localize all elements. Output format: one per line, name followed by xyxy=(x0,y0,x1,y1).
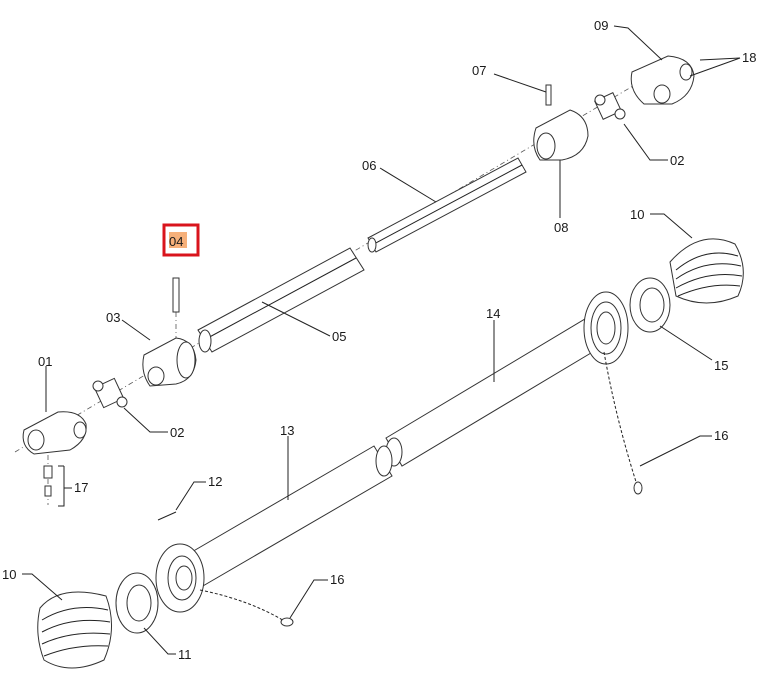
label-07[interactable]: 07 xyxy=(472,63,486,78)
part-01-outer-yoke[interactable] xyxy=(22,411,87,455)
part-09-outer-yoke[interactable] xyxy=(630,55,695,105)
part-02-cross-journal-right[interactable] xyxy=(594,92,626,120)
label-14[interactable]: 14 xyxy=(486,306,500,321)
label-17[interactable]: 17 xyxy=(74,480,88,495)
part-16-safety-chain-upper[interactable] xyxy=(603,351,643,495)
part-13-protection-tube-lower[interactable] xyxy=(177,445,393,591)
part-15-bearing-ring[interactable] xyxy=(629,277,671,333)
part-10-protection-cone-lower[interactable] xyxy=(37,591,113,669)
label-02-right[interactable]: 02 xyxy=(670,153,684,168)
label-05[interactable]: 05 xyxy=(332,329,346,344)
label-10-right[interactable]: 10 xyxy=(630,207,644,222)
part-11-bearing-ring[interactable] xyxy=(115,572,159,634)
label-12[interactable]: 12 xyxy=(208,474,222,489)
label-01[interactable]: 01 xyxy=(38,354,52,369)
part-06-inner-profile-tube[interactable] xyxy=(367,157,527,253)
part-10-protection-cone-upper[interactable] xyxy=(669,238,744,304)
part-07-spring-pin[interactable] xyxy=(545,84,552,106)
part-08-inner-yoke[interactable] xyxy=(533,109,589,161)
label-08[interactable]: 08 xyxy=(554,220,568,235)
part-03-inner-yoke[interactable] xyxy=(142,337,197,387)
highlight-fill-04 xyxy=(169,232,187,248)
label-15[interactable]: 15 xyxy=(714,358,728,373)
part-12-screw[interactable] xyxy=(157,511,177,521)
label-09[interactable]: 09 xyxy=(594,18,608,33)
part-14-protection-tube-upper[interactable] xyxy=(385,315,607,467)
part-17-lock-screw[interactable] xyxy=(43,465,53,497)
label-18[interactable]: 18 xyxy=(742,50,756,65)
label-13[interactable]: 13 xyxy=(280,423,294,438)
label-02-left[interactable]: 02 xyxy=(170,425,184,440)
label-04[interactable]: 04 xyxy=(169,234,183,249)
part-16-safety-chain-lower[interactable] xyxy=(199,589,294,627)
part-02-cross-journal-left[interactable] xyxy=(92,377,128,409)
part-04-spring-pin[interactable] xyxy=(172,277,180,313)
leader-lines xyxy=(22,25,741,655)
part-14-bearing-cone-flange[interactable] xyxy=(583,291,629,365)
highlight-box-04 xyxy=(162,223,200,257)
label-03[interactable]: 03 xyxy=(106,310,120,325)
label-16-left[interactable]: 16 xyxy=(330,572,344,587)
label-10-left[interactable]: 10 xyxy=(2,567,16,582)
part-05-outer-profile-tube[interactable] xyxy=(197,247,365,353)
label-06[interactable]: 06 xyxy=(362,158,376,173)
label-16-right[interactable]: 16 xyxy=(714,428,728,443)
part-13-bearing-cone-flange[interactable] xyxy=(155,543,205,613)
label-11[interactable]: 11 xyxy=(178,647,192,662)
